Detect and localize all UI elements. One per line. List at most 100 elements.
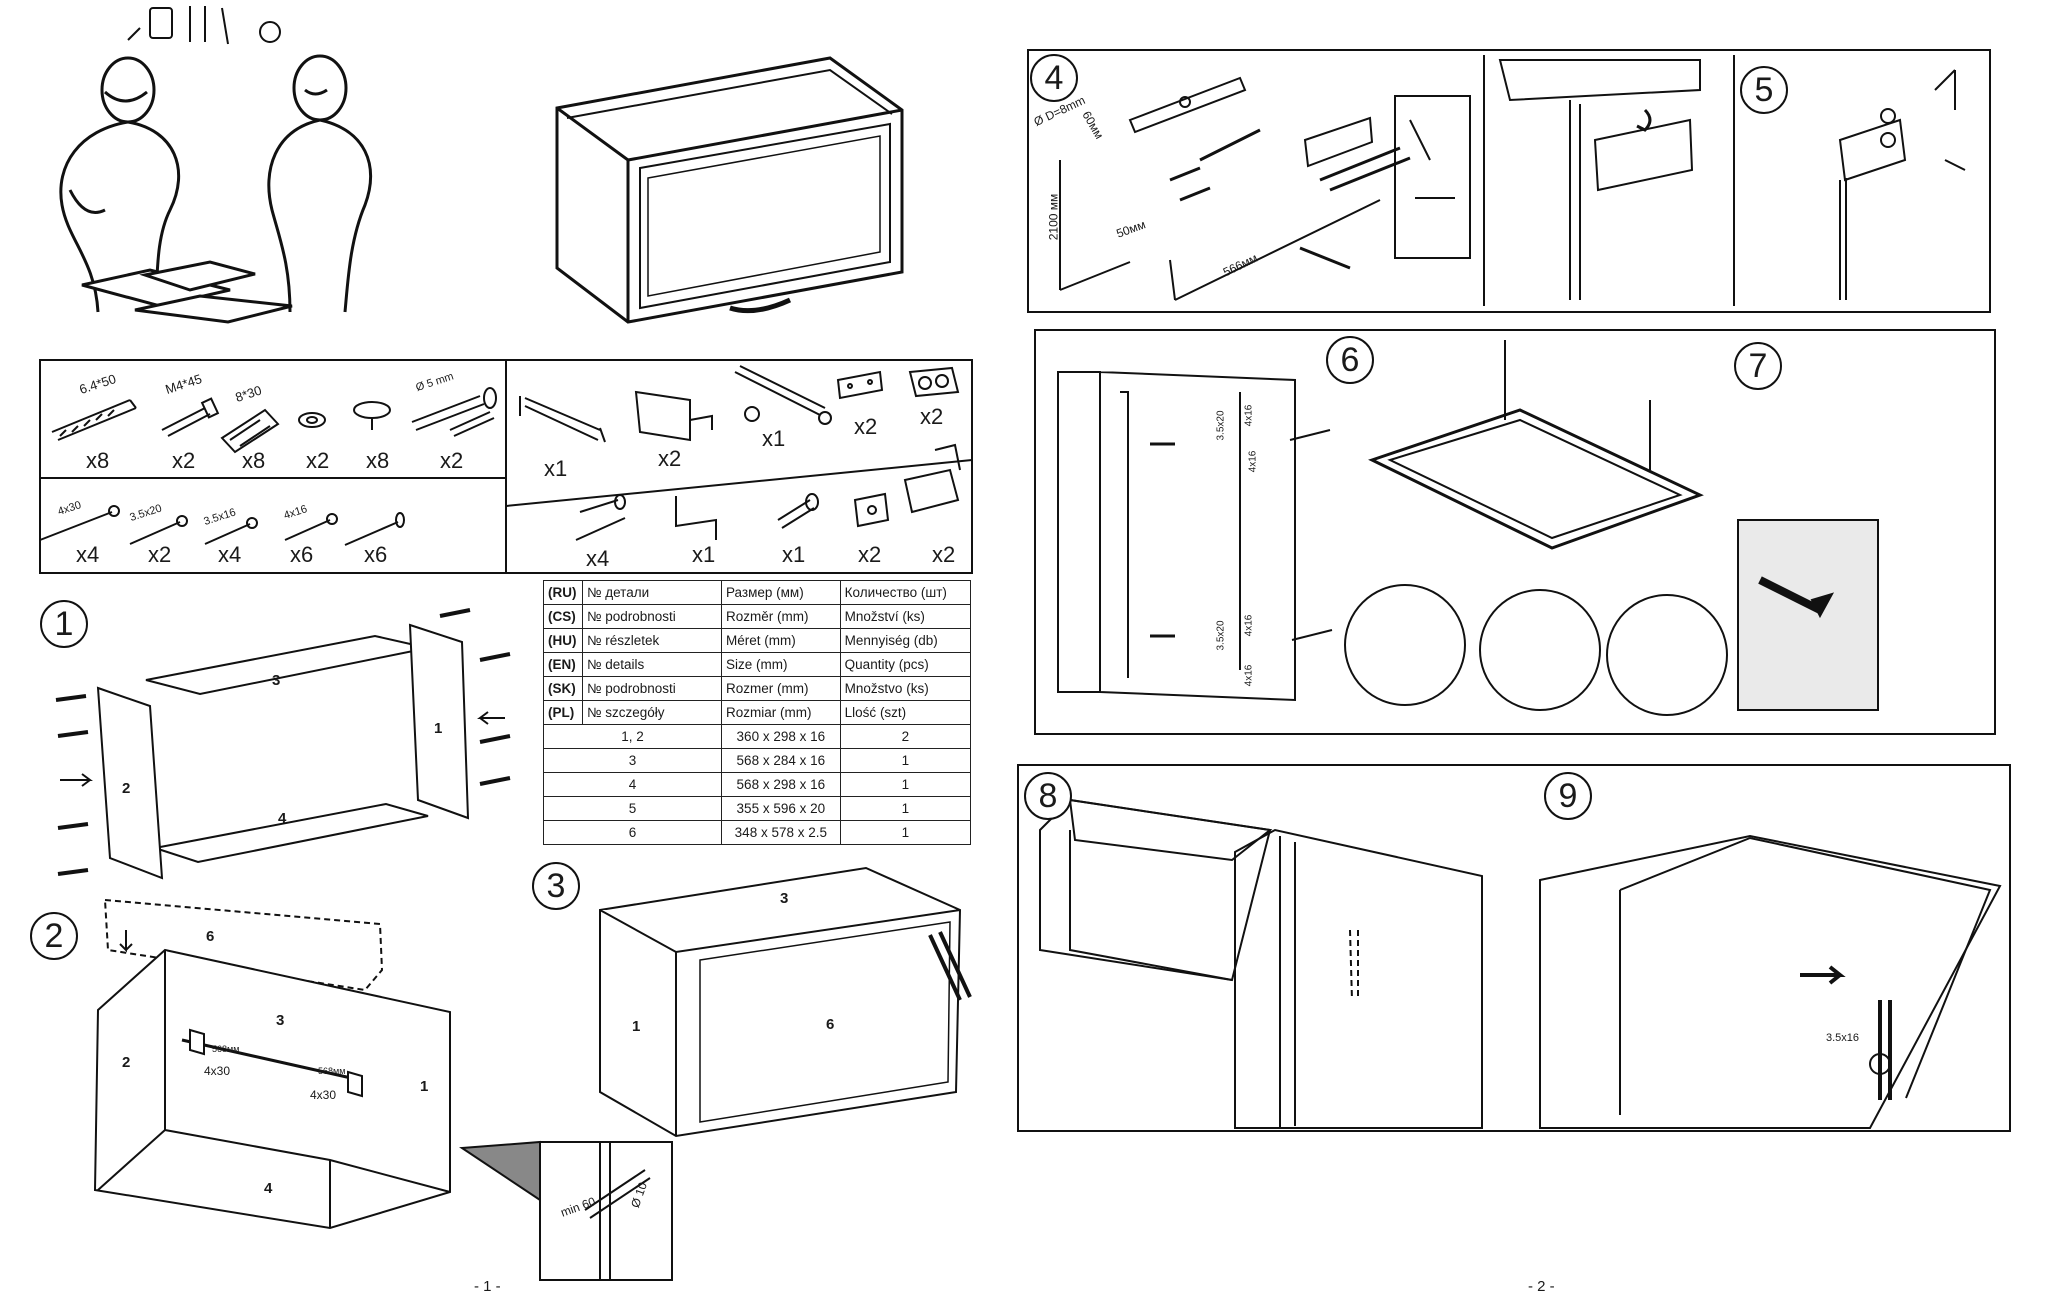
step-3-number: 3 xyxy=(532,862,580,910)
table-row: 5 355 x 596 x 20 1 xyxy=(543,796,972,821)
size-label: Méret (mm) xyxy=(721,628,841,653)
hardware-qty-4: x2 xyxy=(306,448,330,473)
hardware-qty-7: x1 xyxy=(544,456,568,481)
step2-panel-3: 3 xyxy=(276,1012,285,1029)
step8-9-panel xyxy=(1017,764,2011,1132)
step6-screw-label: 3.5x20 xyxy=(1215,410,1227,441)
table-row: (CS) № podrobnosti Rozměr (mm) Množství … xyxy=(543,604,972,629)
step-2-number: 2 xyxy=(30,912,78,960)
step6-screw-label: 3.5x20 xyxy=(1215,620,1227,651)
part-label: № podrobnosti xyxy=(582,604,722,629)
qty-label: Množstvo (ks) xyxy=(839,676,972,701)
bumper-icon xyxy=(908,366,960,398)
step1-diagram xyxy=(55,608,511,880)
hardware-qty-r2-10: x2 xyxy=(932,542,956,567)
step1-panel-2: 2 xyxy=(122,780,131,797)
step6-screw-label: 4x16 xyxy=(1243,614,1255,637)
table-row: (SK) № podrobnosti Rozmer (mm) Množstvo … xyxy=(543,676,972,701)
part-number: 4 xyxy=(543,772,722,797)
part-qty: 2 xyxy=(839,724,972,749)
hardware-qty-r2-8: x1 xyxy=(782,542,806,567)
step-8-number: 8 xyxy=(1024,772,1072,820)
table-row: 4 568 x 298 x 16 1 xyxy=(543,772,972,797)
wall-rail-icon xyxy=(836,370,884,400)
step3-panel-6: 6 xyxy=(826,1016,835,1033)
qty-label: Množství (ks) xyxy=(839,604,972,629)
allen-key-icon xyxy=(675,496,717,540)
step2-rail-label: 568мм xyxy=(212,1044,240,1054)
step6-7-panel xyxy=(1034,329,1996,735)
person-right-icon xyxy=(267,54,373,313)
long-screw-icon xyxy=(51,399,137,441)
step2-rail-label: 568мм xyxy=(318,1066,346,1076)
part-label: № szczegóły xyxy=(582,700,722,725)
step3-diagram xyxy=(599,866,972,1138)
qty-label: Llość (szt) xyxy=(839,700,972,725)
part-size: 360 x 298 x 16 xyxy=(721,724,841,749)
lang-code: (PL) xyxy=(543,700,583,725)
part-label: № podrobnosti xyxy=(582,676,722,701)
step4-panel xyxy=(1027,49,1991,313)
lang-code: (EN) xyxy=(543,652,583,677)
step2-panel-2: 2 xyxy=(122,1054,131,1071)
lang-code: (HU) xyxy=(543,628,583,653)
table-row: 3 568 x 284 x 16 1 xyxy=(543,748,972,773)
step2-panel-4: 4 xyxy=(264,1180,273,1197)
hardware-qty-r2-7: x1 xyxy=(692,542,716,567)
part-size: 568 x 284 x 16 xyxy=(721,748,841,773)
hardware-qty-r2-1: x4 xyxy=(76,542,100,567)
shelf-pin-icon xyxy=(353,401,391,430)
qty-label: Количество (шт) xyxy=(839,580,972,605)
table-row: (RU) № детали Размер (мм) Количество (шт… xyxy=(543,580,972,605)
table-row: (HU) № részletek Méret (mm) Mennyiség (d… xyxy=(543,628,972,653)
hardware-qty-r2-5: x6 xyxy=(364,542,388,567)
hardware-qty-r2-6: x4 xyxy=(586,546,610,571)
lang-code: (RU) xyxy=(543,580,583,605)
size-label: Размер (мм) xyxy=(721,580,841,605)
part-qty: 1 xyxy=(839,772,972,797)
hardware-qty-1: x8 xyxy=(86,448,110,473)
step3-panel-1: 1 xyxy=(632,1018,641,1035)
part-number: 3 xyxy=(543,748,722,773)
step-1-number: 1 xyxy=(40,600,88,648)
table-row: 6 348 x 578 x 2.5 1 xyxy=(543,820,972,845)
step2-diagram xyxy=(93,898,673,1281)
handle-icon xyxy=(519,396,606,443)
table-row: (PL) № szczegóły Rozmiar (mm) Llość (szt… xyxy=(543,700,972,725)
part-size: 568 x 298 x 16 xyxy=(721,772,841,797)
part-number: 5 xyxy=(543,796,722,821)
step6-screw-label: 4x16 xyxy=(1243,664,1255,687)
step-5-number: 5 xyxy=(1740,66,1788,114)
dowel-icon xyxy=(220,408,280,454)
gas-lift-icon xyxy=(734,365,832,425)
step-4-number: 4 xyxy=(1030,54,1078,102)
hanging-bracket-icon xyxy=(634,390,713,442)
part-qty: 1 xyxy=(839,748,972,773)
part-size: 348 x 578 x 2.5 xyxy=(721,820,841,845)
size-label: Size (mm) xyxy=(721,652,841,677)
hardware-qty-8: x2 xyxy=(658,446,682,471)
table-row: 1, 2 360 x 298 x 16 2 xyxy=(543,724,972,749)
washer-icon xyxy=(298,412,326,428)
qty-label: Quantity (pcs) xyxy=(839,652,972,677)
hardware-qty-r2-9: x2 xyxy=(858,542,882,567)
part-label: № детали xyxy=(582,580,722,605)
hardware-qty-11: x2 xyxy=(920,404,944,429)
boards-icon xyxy=(81,260,293,324)
lang-code: (SK) xyxy=(543,676,583,701)
hardware-qty-6: x2 xyxy=(440,448,464,473)
hardware-qty-3: x8 xyxy=(242,448,266,473)
size-label: Rozmer (mm) xyxy=(721,676,841,701)
step1-panel-1: 1 xyxy=(434,720,443,737)
bolt-icon xyxy=(161,397,220,437)
hinge-icon xyxy=(903,443,961,514)
page-number-left: - 1 - xyxy=(474,1278,501,1295)
screw-4x16-icon xyxy=(284,513,338,541)
hardware-box xyxy=(39,359,973,574)
cam-lock-icon xyxy=(777,493,819,529)
step1-panel-3: 3 xyxy=(272,672,281,689)
nail-icon xyxy=(344,512,405,546)
hardware-qty-r2-3: x4 xyxy=(218,542,242,567)
part-label: № details xyxy=(582,652,722,677)
